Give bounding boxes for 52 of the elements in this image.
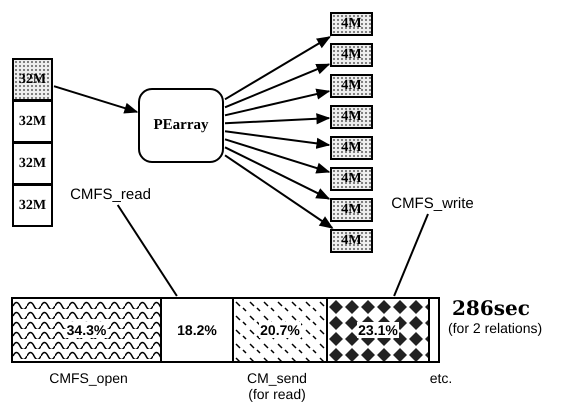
- memory-block: [330, 229, 373, 253]
- memory-block: [12, 142, 53, 185]
- block-label: PEarray: [154, 117, 208, 134]
- memory-block: [330, 43, 373, 67]
- memory-block: [12, 58, 53, 101]
- block-label: 32M: [18, 156, 46, 172]
- bar-segment: [326, 297, 430, 363]
- block-label: 4M: [341, 78, 362, 94]
- block-label: 32M: [18, 114, 46, 130]
- segment-caption: CMFS_open: [48, 370, 129, 386]
- arrow: [224, 146, 330, 200]
- callout-label: CMFS_write: [385, 193, 480, 213]
- block-label: 32M: [18, 72, 46, 88]
- block-label: 4M: [341, 16, 362, 32]
- bar-segment: [11, 297, 162, 363]
- block-label: 4M: [341, 109, 362, 125]
- memory-block: [330, 105, 373, 129]
- block-label: 32M: [18, 198, 46, 214]
- percent-label: 20.7%: [259, 322, 301, 338]
- memory-block: [12, 100, 53, 143]
- bar-segment: [232, 297, 328, 363]
- segment-caption: etc.: [428, 370, 454, 386]
- block-label: 4M: [341, 202, 362, 218]
- arrow: [224, 36, 331, 100]
- memory-block: [12, 184, 53, 227]
- bar-segment: [428, 297, 440, 363]
- segment-caption: CM_send (for read): [246, 370, 308, 402]
- percent-label: 18.2%: [176, 322, 218, 338]
- total-time: 286sec: [452, 296, 530, 320]
- memory-block: [330, 198, 373, 222]
- memory-block: [330, 167, 373, 191]
- percent-label: 34.3%: [66, 322, 108, 338]
- percent-label: 23.1%: [357, 322, 399, 338]
- arrow: [224, 130, 330, 149]
- leader-line: [393, 214, 429, 296]
- arrow: [224, 63, 330, 108]
- block-label: 4M: [341, 171, 362, 187]
- memory-block: [330, 12, 373, 36]
- memory-block: [330, 136, 373, 160]
- block-label: 4M: [341, 140, 362, 156]
- arrow: [224, 138, 330, 174]
- callout-label: CMFS_read: [63, 184, 158, 204]
- arrow: [224, 88, 330, 116]
- arrow: [224, 154, 334, 229]
- arrow: [54, 85, 138, 114]
- block-label: 4M: [341, 233, 362, 249]
- block-label: 4M: [341, 47, 362, 63]
- process-box: [138, 88, 224, 163]
- leader-line: [116, 204, 178, 297]
- memory-block: [330, 74, 373, 98]
- arrow: [224, 113, 330, 124]
- note: (for 2 relations): [448, 320, 542, 336]
